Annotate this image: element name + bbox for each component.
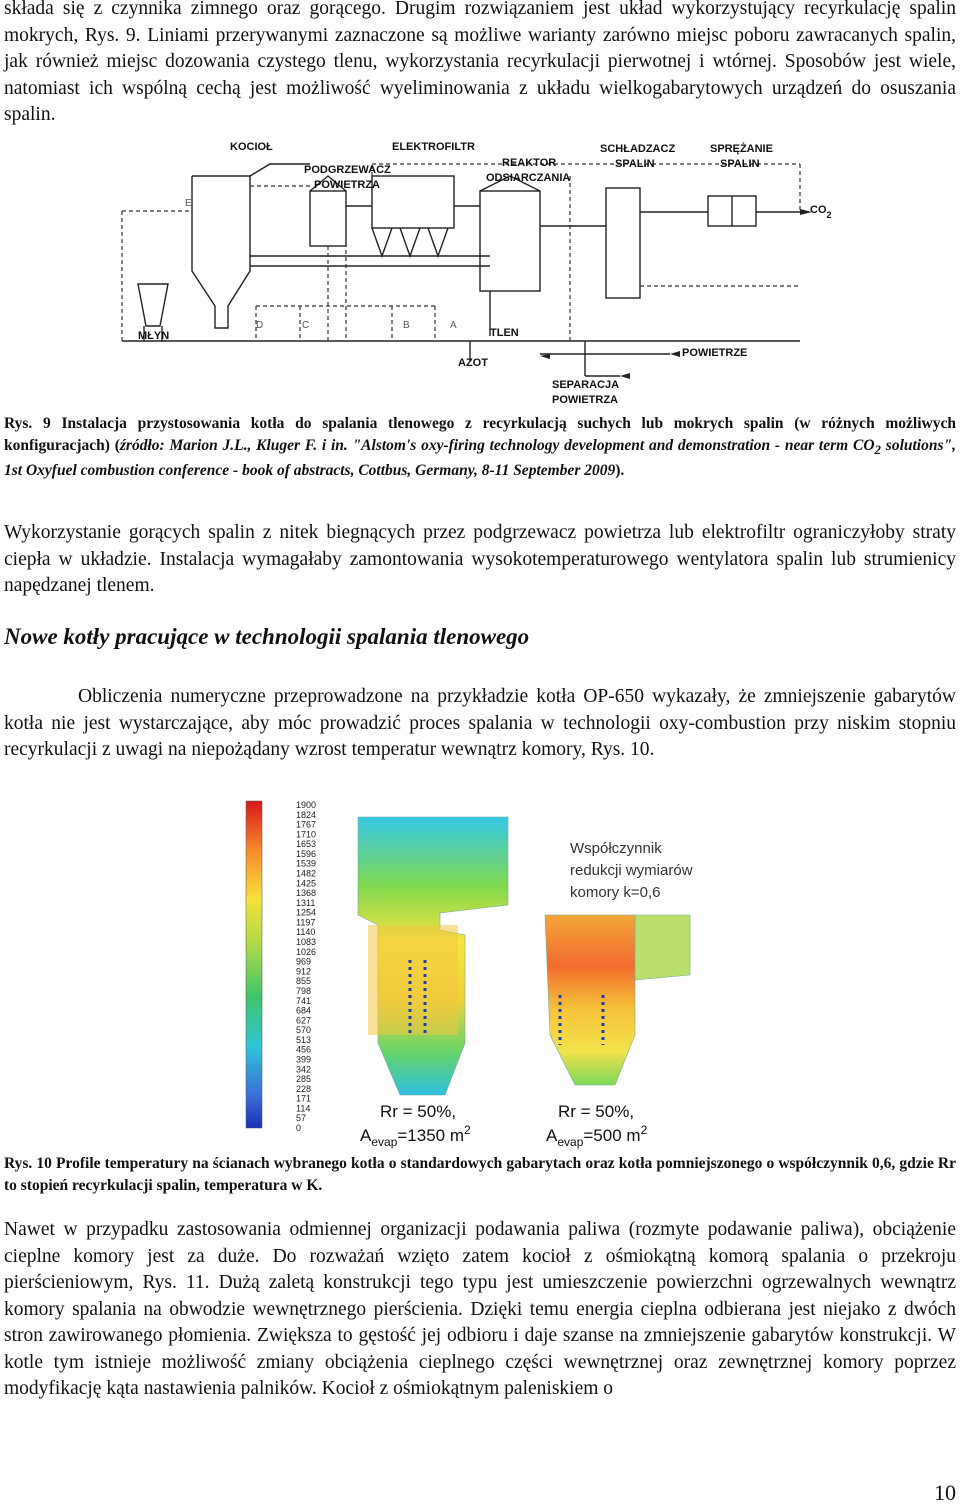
scale-label: 285	[296, 1074, 311, 1084]
scale-label: 912	[296, 966, 311, 976]
paragraph-intro: składa się z czynnika zimnego oraz gorąc…	[4, 0, 956, 125]
label-reaktor-1: REAKTOR	[502, 157, 556, 169]
label-separacja-1: SEPARACJA	[552, 379, 619, 391]
scale-label: 1197	[296, 917, 315, 927]
figure-10-caption: Rys. 10 Profile temperatury na ścianach …	[4, 1155, 957, 1194]
scale-label: 1710	[296, 829, 316, 839]
figure-9-diagram: KOCIOŁ ELEKTROFILTR PODGRZEWACZ POWIETRZ…	[121, 141, 832, 406]
scale-label: 1368	[296, 888, 316, 898]
label-b: B	[403, 320, 410, 331]
color-scale-bar	[245, 800, 263, 1129]
scale-label: 798	[296, 986, 311, 996]
paragraph-octagonal-boiler: Nawet w przypadku zastosowania odmiennej…	[4, 1219, 956, 1399]
scale-label: 741	[296, 996, 311, 1006]
scale-label: 1425	[296, 878, 316, 888]
reduction-note-1: Współczynnik	[570, 840, 662, 857]
label-powietrze: POWIETRZE	[682, 347, 747, 359]
boiler-reduced	[544, 914, 636, 1086]
scale-label: 1140	[296, 927, 315, 937]
label-co2: CO2	[810, 204, 832, 220]
section-heading: Nowe kotły pracujące w technologii spala…	[4, 624, 530, 649]
scale-label: 513	[296, 1035, 311, 1045]
label-tlen: TLEN	[490, 327, 519, 339]
label-reaktor-2: ODSIARCZANIA	[486, 172, 570, 184]
label-schladzacz-2: SPALIN	[615, 158, 655, 170]
scale-label: 969	[296, 957, 311, 967]
label-mlyn: MŁYN	[138, 330, 169, 342]
scale-label: 0	[296, 1123, 301, 1133]
right-rr-label: Rr = 50%,	[558, 1102, 634, 1121]
paragraph-hot-flue-gas: Wykorzystanie gorących spalin z nitek bi…	[4, 522, 956, 596]
scale-label: 1767	[296, 820, 316, 830]
scale-label: 1026	[296, 947, 316, 957]
reduction-note-2: redukcji wymiarów	[570, 862, 693, 879]
label-a: A	[450, 320, 457, 331]
label-kociol: KOCIOŁ	[230, 141, 273, 153]
scale-label: 1083	[296, 937, 316, 947]
label-azot: AZOT	[458, 357, 488, 369]
figure-10-temperature-profiles: 1900182417671710165315961539148214251368…	[245, 800, 693, 1149]
label-c: C	[302, 320, 309, 331]
scale-label: 342	[296, 1064, 311, 1074]
label-schladzacz-1: SCHŁADZACZ	[600, 143, 675, 155]
scale-label: 1653	[296, 839, 316, 849]
label-elektrofiltr: ELEKTROFILTR	[392, 141, 475, 153]
scale-label: 399	[296, 1054, 311, 1064]
scale-label: 1311	[296, 898, 315, 908]
scale-label: 684	[296, 1006, 311, 1016]
label-sprezanie-1: SPRĘŻANIE	[710, 142, 773, 155]
scale-label: 456	[296, 1045, 311, 1055]
scale-label: 1539	[296, 859, 316, 869]
scale-label: 627	[296, 1015, 311, 1025]
figure-9-caption: Rys. 9 Instalacja przystosowania kotła d…	[4, 415, 956, 480]
scale-label: 1824	[296, 810, 316, 820]
page-number: 10	[934, 1480, 956, 1505]
label-e: E	[185, 198, 192, 209]
scale-label: 114	[296, 1103, 310, 1113]
scale-label: 228	[296, 1084, 311, 1094]
scale-label: 570	[296, 1025, 311, 1035]
left-rr-label: Rr = 50%,	[380, 1102, 456, 1121]
right-aevap-label: Aevap=500 m2	[546, 1123, 648, 1149]
scale-label: 1900	[296, 800, 316, 810]
scale-label: 1254	[296, 908, 316, 918]
scale-label: 855	[296, 976, 311, 986]
scale-label: 1482	[296, 869, 316, 879]
scale-label: 57	[296, 1113, 306, 1123]
scale-label: 1596	[296, 849, 316, 859]
left-aevap-label: Aevap=1350 m2	[360, 1123, 471, 1149]
label-d: D	[256, 320, 263, 331]
scale-label: 171	[296, 1094, 311, 1104]
paragraph-calculations: Obliczenia numeryczne przeprowadzone na …	[4, 686, 956, 760]
label-separacja-2: POWIETRZA	[552, 394, 618, 406]
label-sprezanie-2: SPALIN	[720, 158, 760, 170]
label-podgrzewacz-2: POWIETRZA	[314, 179, 380, 191]
label-podgrzewacz-1: PODGRZEWACZ	[304, 164, 391, 176]
reduction-note-3: komory k=0,6	[570, 884, 660, 901]
